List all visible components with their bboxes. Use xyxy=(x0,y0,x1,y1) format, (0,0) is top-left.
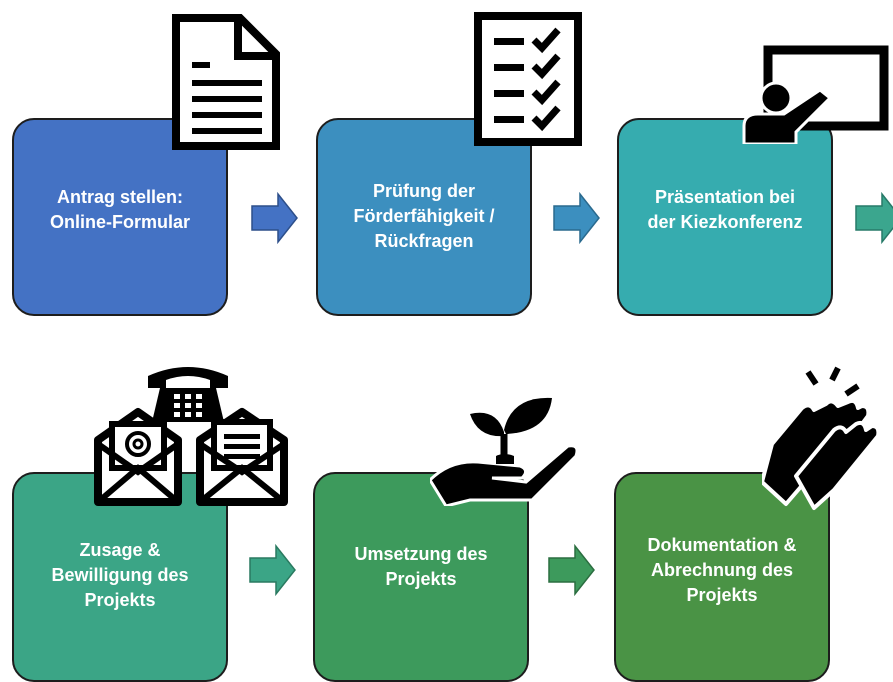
document-icon xyxy=(172,14,280,150)
checklist-icon xyxy=(474,12,582,146)
step-2-line-2: Förderfähigkeit / xyxy=(353,205,495,226)
arrow-1-shape xyxy=(251,192,298,244)
arrow-1-to-2 xyxy=(251,192,298,244)
hand-with-plant-icon xyxy=(430,397,579,506)
step-5-line-1: Umsetzung des xyxy=(354,544,488,564)
step-5-line-2: Projekts xyxy=(385,569,457,589)
step-6-line-1: Dokumentation & xyxy=(647,534,797,555)
arrow-4-to-5 xyxy=(249,544,296,596)
arrow-3-shape xyxy=(855,192,893,244)
step-6-label: Dokumentation & Abrechnung des Projekts xyxy=(647,533,796,608)
presenter-icon xyxy=(742,45,889,144)
email-envelope-icon xyxy=(94,408,182,506)
step-4-line-3: Projekts xyxy=(84,589,156,610)
step-4-box: Zusage & Bewilligung des Projekts xyxy=(12,472,228,682)
step-5-label: Umsetzung des Projekts xyxy=(354,542,487,592)
step-4-label: Zusage & Bewilligung des Projekts xyxy=(51,538,188,613)
step-3-line-1: Präsentation bei xyxy=(654,187,796,207)
step-4-line-2: Bewilligung des xyxy=(51,564,189,585)
telephone-icon xyxy=(148,367,228,388)
step-2-line-3: Rückfragen xyxy=(374,230,474,251)
clapping-hands-icon xyxy=(762,366,881,510)
phone-and-mail-icon xyxy=(94,367,288,506)
step-4-line-1: Zusage & xyxy=(79,539,161,560)
step-3-label: Präsentation bei der Kiezkonferenz xyxy=(647,185,802,235)
arrow-2-to-3 xyxy=(553,192,600,244)
step-2-line-1: Prüfung der xyxy=(373,180,475,201)
step-1-label: Antrag stellen: Online-Formular xyxy=(50,185,190,235)
step-6-box: Dokumentation & Abrechnung des Projekts xyxy=(614,472,830,682)
step-6-line-2: Abrechnung des xyxy=(650,559,793,580)
step-1-line-1: Antrag stellen: xyxy=(56,187,183,207)
arrow-5-shape xyxy=(548,544,595,596)
step-1-line-2: Online-Formular xyxy=(49,212,190,232)
step-6-line-3: Projekts xyxy=(686,584,758,605)
step-2-label: Prüfung der Förderfähigkeit / Rückfragen xyxy=(353,179,494,254)
step-1-box: Antrag stellen: Online-Formular xyxy=(12,118,228,316)
step-5-box: Umsetzung des Projekts xyxy=(313,472,529,682)
arrow-5-to-6 xyxy=(548,544,595,596)
step-3-line-2: der Kiezkonferenz xyxy=(647,212,803,232)
arrow-3-to-4 xyxy=(855,192,893,244)
arrow-4-shape xyxy=(249,544,296,596)
letter-envelope-icon xyxy=(196,408,288,506)
step-3-box: Präsentation bei der Kiezkonferenz xyxy=(617,118,833,316)
arrow-2-shape xyxy=(553,192,600,244)
step-2-box: Prüfung der Förderfähigkeit / Rückfragen xyxy=(316,118,532,316)
